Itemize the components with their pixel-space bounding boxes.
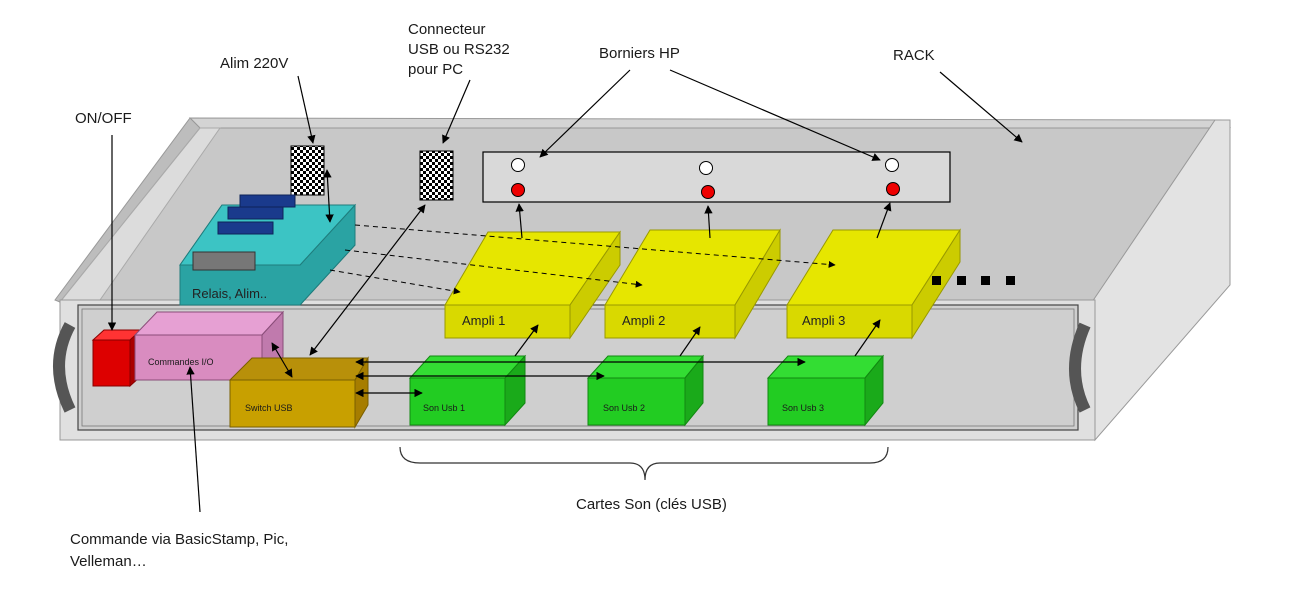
onoff-button [91, 328, 143, 388]
commande-via-line2: Velleman… [70, 553, 147, 570]
relais-label: Relais, Alim.. [192, 286, 267, 301]
alim-label: Alim 220V [220, 55, 288, 72]
ampli-2-block [604, 228, 781, 340]
ampli-1-label: Ampli 1 [462, 313, 505, 328]
son-usb-1-label: Son Usb 1 [423, 403, 465, 413]
rack-label: RACK [893, 47, 935, 64]
switch-label: Switch USB [245, 403, 293, 413]
usb-rs232-connector [419, 150, 454, 201]
borniers-label: Borniers HP [599, 45, 680, 62]
connecteur-label-line2: USB ou RS232 [408, 41, 510, 58]
connecteur-label-line1: Connecteur [408, 21, 486, 38]
son-usb-2-label: Son Usb 2 [603, 403, 645, 413]
cartes-label: Cartes Son (clés USB) [576, 496, 727, 513]
ampli-2-label: Ampli 2 [622, 313, 665, 328]
ampli-1-block [444, 230, 621, 340]
son-usb-3-label: Son Usb 3 [782, 403, 824, 413]
switch-block [228, 356, 369, 429]
son-usb-3-block [766, 354, 885, 427]
ampli-3-label: Ampli 3 [802, 313, 845, 328]
cartes-brace [399, 446, 889, 481]
alim-connector [290, 145, 325, 196]
solid-arrows [107, 69, 1023, 513]
son-usb-1-block [408, 354, 527, 427]
more-dots [932, 276, 1015, 285]
connecteur-label-line3: pour PC [408, 61, 463, 78]
ampli-3-block [786, 228, 961, 340]
commandes-label: Commandes I/O [148, 357, 214, 367]
onoff-label: ON/OFF [75, 110, 132, 127]
commande-via-line1: Commande via BasicStamp, Pic, [70, 531, 288, 548]
son-usb-2-block [586, 354, 705, 427]
